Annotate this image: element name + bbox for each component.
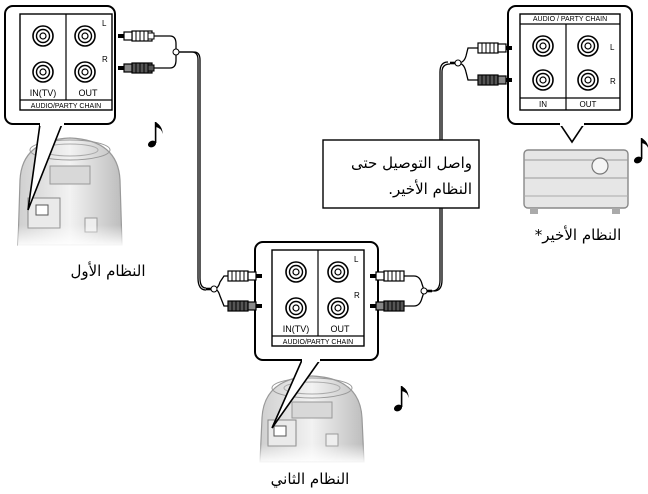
in-tv-label: IN(TV) bbox=[283, 324, 310, 334]
left-channel-label-last: L bbox=[610, 43, 615, 52]
callout-line-2: النظام الأخير. bbox=[388, 179, 472, 198]
out-label-last: OUT bbox=[580, 100, 597, 109]
instruction-callout: واصل التوصيل حتى النظام الأخير. bbox=[322, 139, 480, 209]
in-label: IN bbox=[539, 100, 547, 109]
system2-label: النظام الثاني bbox=[271, 470, 350, 489]
right-channel-label-last: R bbox=[610, 77, 616, 86]
system-last-label: النظام الأخير* bbox=[535, 225, 622, 244]
right-channel-label: R bbox=[354, 291, 360, 300]
music-note-icon bbox=[392, 385, 410, 414]
rca-plug-icon bbox=[477, 42, 513, 86]
in-tv-label: IN(TV) bbox=[30, 88, 57, 98]
chain-label: AUDIO/PARTY CHAIN bbox=[283, 339, 353, 346]
speaker-icon-system2 bbox=[258, 375, 366, 464]
system1-label: النظام الأول bbox=[70, 261, 145, 280]
jack-panel-system2: IN(TV) OUT AUDIO/PARTY CHAIN L R bbox=[254, 241, 379, 429]
chain-label-last: AUDIO / PARTY CHAIN bbox=[533, 16, 607, 23]
callout-line-1: واصل التوصيل حتى bbox=[351, 154, 472, 172]
jack-panel-system-last: AUDIO / PARTY CHAIN IN OUT L R bbox=[507, 5, 633, 144]
rca-plug-icon bbox=[117, 30, 155, 74]
chain-label: AUDIO/PARTY CHAIN bbox=[31, 103, 101, 110]
out-label: OUT bbox=[79, 88, 99, 98]
left-channel-label: L bbox=[102, 19, 107, 28]
left-channel-label: L bbox=[354, 255, 359, 264]
music-note-icon bbox=[632, 137, 648, 166]
music-note-icon bbox=[146, 121, 164, 150]
jack-panel-system1: IN(TV) OUT AUDIO/PARTY CHAIN L R bbox=[4, 5, 116, 211]
audio-cable bbox=[150, 35, 478, 307]
amplifier-icon bbox=[523, 149, 629, 214]
right-channel-label: R bbox=[102, 55, 108, 64]
out-label: OUT bbox=[331, 324, 351, 334]
